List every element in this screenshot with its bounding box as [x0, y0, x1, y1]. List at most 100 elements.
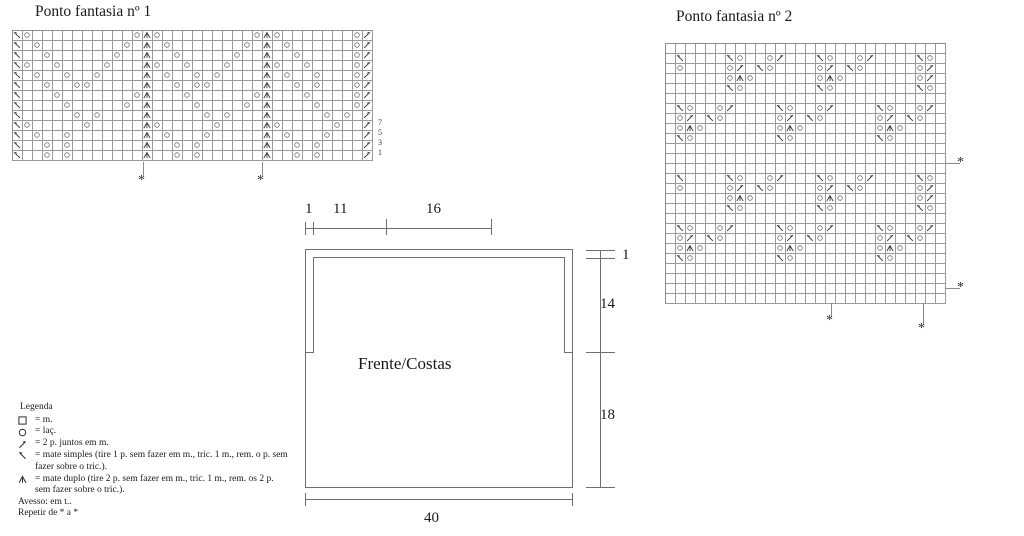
stitch-cell [132, 110, 143, 121]
stitch-cell [212, 110, 223, 121]
stitch-cell [132, 100, 143, 111]
stitch-cell [282, 140, 293, 151]
stitch-cell [725, 93, 736, 104]
stitch-cell [42, 30, 53, 41]
stitch-cell [765, 113, 776, 124]
stitch-cell [915, 263, 926, 274]
stitch-cell [172, 130, 183, 141]
stitch-cell [52, 90, 63, 101]
chart-2-repeat-marker-bottom: * [957, 280, 964, 295]
stitch-cell [725, 133, 736, 144]
stitch-cell [775, 63, 786, 74]
stitch-cell [885, 103, 896, 114]
stitch-cell [352, 100, 363, 111]
stitch-cell [92, 30, 103, 41]
stitch-cell [352, 60, 363, 71]
stitch-cell [745, 193, 756, 204]
stitch-cell [855, 173, 866, 184]
stitch-cell [865, 283, 876, 294]
stitch-cell [805, 43, 816, 54]
stitch-cell [895, 73, 906, 84]
stitch-cell [142, 110, 153, 121]
stitch-cell [875, 203, 886, 214]
stitch-cell [102, 30, 113, 41]
stitch-cell [232, 50, 243, 61]
right-dimension-18: 18 [600, 407, 615, 423]
stitch-cell [745, 53, 756, 64]
stitch-cell [855, 163, 866, 174]
stitch-cell [22, 50, 33, 61]
chart-1-repeat-marker-left: * [138, 173, 145, 188]
stitch-cell [715, 283, 726, 294]
stitch-cell [32, 90, 43, 101]
stitch-cell [925, 293, 936, 304]
stitch-cell [885, 173, 896, 184]
stitch-cell [895, 43, 906, 54]
stitch-cell [705, 273, 716, 284]
stitch-cell [332, 90, 343, 101]
stitch-cell [32, 130, 43, 141]
stitch-cell [925, 133, 936, 144]
stitch-cell [835, 153, 846, 164]
stitch-cell [905, 153, 916, 164]
stitch-cell [835, 133, 846, 144]
stitch-cell [262, 30, 273, 41]
stitch-cell [322, 110, 333, 121]
stitch-cell [885, 123, 896, 134]
stitch-cell [785, 243, 796, 254]
stitch-cell [665, 43, 676, 54]
stitch-cell [62, 130, 73, 141]
stitch-cell [895, 253, 906, 264]
stitch-cell [925, 43, 936, 54]
stitch-cell [332, 120, 343, 131]
stitch-cell [62, 80, 73, 91]
stitch-cell [675, 83, 686, 94]
stitch-cell [775, 53, 786, 64]
stitch-cell [52, 60, 63, 71]
stitch-cell [915, 63, 926, 74]
stitch-cell [905, 133, 916, 144]
stitch-cell [745, 123, 756, 134]
stitch-cell [885, 93, 896, 104]
stitch-cell [745, 63, 756, 74]
stitch-cell [322, 120, 333, 131]
stitch-cell [292, 50, 303, 61]
stitch-cell [715, 243, 726, 254]
armhole-notch-left [305, 352, 314, 353]
stitch-cell [322, 80, 333, 91]
stitch-cell [925, 263, 936, 274]
stitch-cell [755, 63, 766, 74]
stitch-cell [92, 150, 103, 161]
stitch-cell [765, 223, 776, 234]
stitch-cell [725, 153, 736, 164]
stitch-cell [102, 140, 113, 151]
stitch-cell [935, 173, 946, 184]
stitch-cell [272, 110, 283, 121]
stitch-cell [935, 193, 946, 204]
stitch-cell [815, 73, 826, 84]
stitch-cell [875, 113, 886, 124]
stitch-cell [242, 130, 253, 141]
stitch-cell [865, 73, 876, 84]
stitch-cell [352, 110, 363, 121]
stitch-cell [925, 163, 936, 174]
stitch-cell [735, 193, 746, 204]
stitch-cell [885, 213, 896, 224]
stitch-cell [805, 133, 816, 144]
stitch-cell [312, 50, 323, 61]
stitch-cell [835, 233, 846, 244]
stitch-cell [745, 223, 756, 234]
stitch-cell [755, 103, 766, 114]
stitch-cell [132, 60, 143, 71]
stitch-cell [925, 123, 936, 134]
stitch-cell [845, 153, 856, 164]
stitch-cell [775, 253, 786, 264]
stitch-cell [805, 53, 816, 64]
stitch-cell [805, 83, 816, 94]
stitch-cell [875, 173, 886, 184]
stitch-cell [775, 273, 786, 284]
stitch-cell [312, 150, 323, 161]
stitch-cell [685, 93, 696, 104]
stitch-cell [905, 233, 916, 244]
stitch-cell [52, 100, 63, 111]
